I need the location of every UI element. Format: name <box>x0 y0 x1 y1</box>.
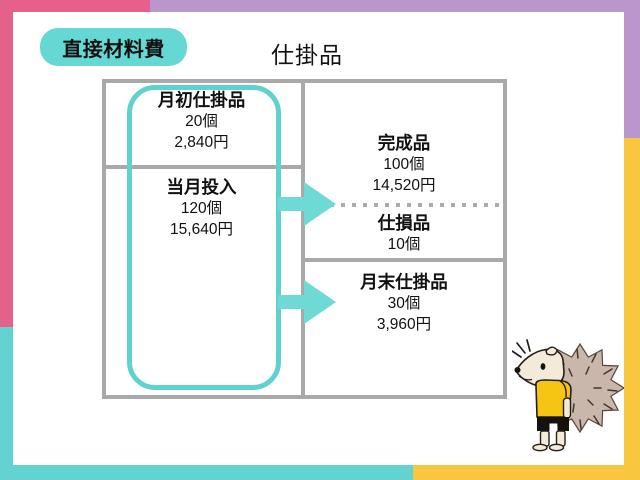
hedgehog-mouth <box>518 375 533 381</box>
account-entry-name: 当月投入 <box>166 177 237 197</box>
account-entry-qty: 30個 <box>387 295 421 312</box>
hedgehog-eye <box>540 363 546 370</box>
spoilage-entry: 仕損品 10個 <box>309 212 499 255</box>
debit-section-divider <box>104 165 302 169</box>
hedgehog-nose <box>514 367 521 373</box>
finished-spoilage-dotted-divider <box>308 203 501 207</box>
account-entry-amount: 14,520円 <box>372 177 436 194</box>
badge-label: 直接材料費 <box>62 38 165 61</box>
hedgehog-sleeve-seam <box>559 380 567 398</box>
hedgehog-ear <box>545 346 558 356</box>
frame-bottom-yellow-strip <box>413 465 640 480</box>
frame-left-teal-strip <box>0 327 13 480</box>
account-entry-amount: 15,640円 <box>170 221 233 238</box>
frame-right-yellow-strip <box>624 138 640 480</box>
account-entry-qty: 20個 <box>185 113 218 130</box>
frame-top-purple-strip <box>0 0 640 12</box>
hedgehog-squeak-lines <box>512 339 531 358</box>
credit-section-divider <box>305 258 504 262</box>
finished-goods-entry: 完成品 100個 14,520円 <box>309 132 499 196</box>
account-entry-name: 月初仕掛品 <box>157 90 246 110</box>
hedgehog-mascot-icon <box>512 339 624 452</box>
hedgehog-foot <box>532 443 548 452</box>
t-account-center-divider <box>301 79 305 399</box>
account-entry-qty: 10個 <box>387 236 421 253</box>
account-entry-qty: 100個 <box>383 156 425 173</box>
page-title: 仕掛品 <box>271 42 343 68</box>
frame-right-purple-strip <box>624 0 640 138</box>
current-input-entry: 当月投入 120個 15,640円 <box>106 176 297 240</box>
hedgehog-foot <box>548 443 565 452</box>
direct-material-cost-badge: 直接材料費 <box>40 28 187 66</box>
account-entry-qty: 120個 <box>180 200 223 217</box>
frame-bottom-teal-strip <box>0 465 413 480</box>
account-entry-name: 仕損品 <box>377 213 431 233</box>
hedgehog-arm <box>562 397 572 419</box>
right-arrow-icon-to-ending-wip <box>278 280 336 324</box>
account-entry-name: 月末仕掛品 <box>360 272 448 292</box>
beginning-wip-entry: 月初仕掛品 20個 2,840円 <box>106 89 297 153</box>
account-entry-amount: 2,840円 <box>174 134 229 151</box>
account-entry-name: 完成品 <box>377 133 431 153</box>
frame-top-pink-strip <box>0 0 150 12</box>
account-entry-amount: 3,960円 <box>376 316 432 333</box>
right-arrow-icon-to-finished-goods <box>278 182 336 226</box>
frame-left-pink-strip <box>0 0 13 327</box>
hedgehog-shirt <box>535 379 572 418</box>
debit-highlight-outline <box>127 85 281 390</box>
ending-wip-entry: 月末仕掛品 30個 3,960円 <box>309 271 499 335</box>
hedgehog-shorts <box>537 417 569 431</box>
